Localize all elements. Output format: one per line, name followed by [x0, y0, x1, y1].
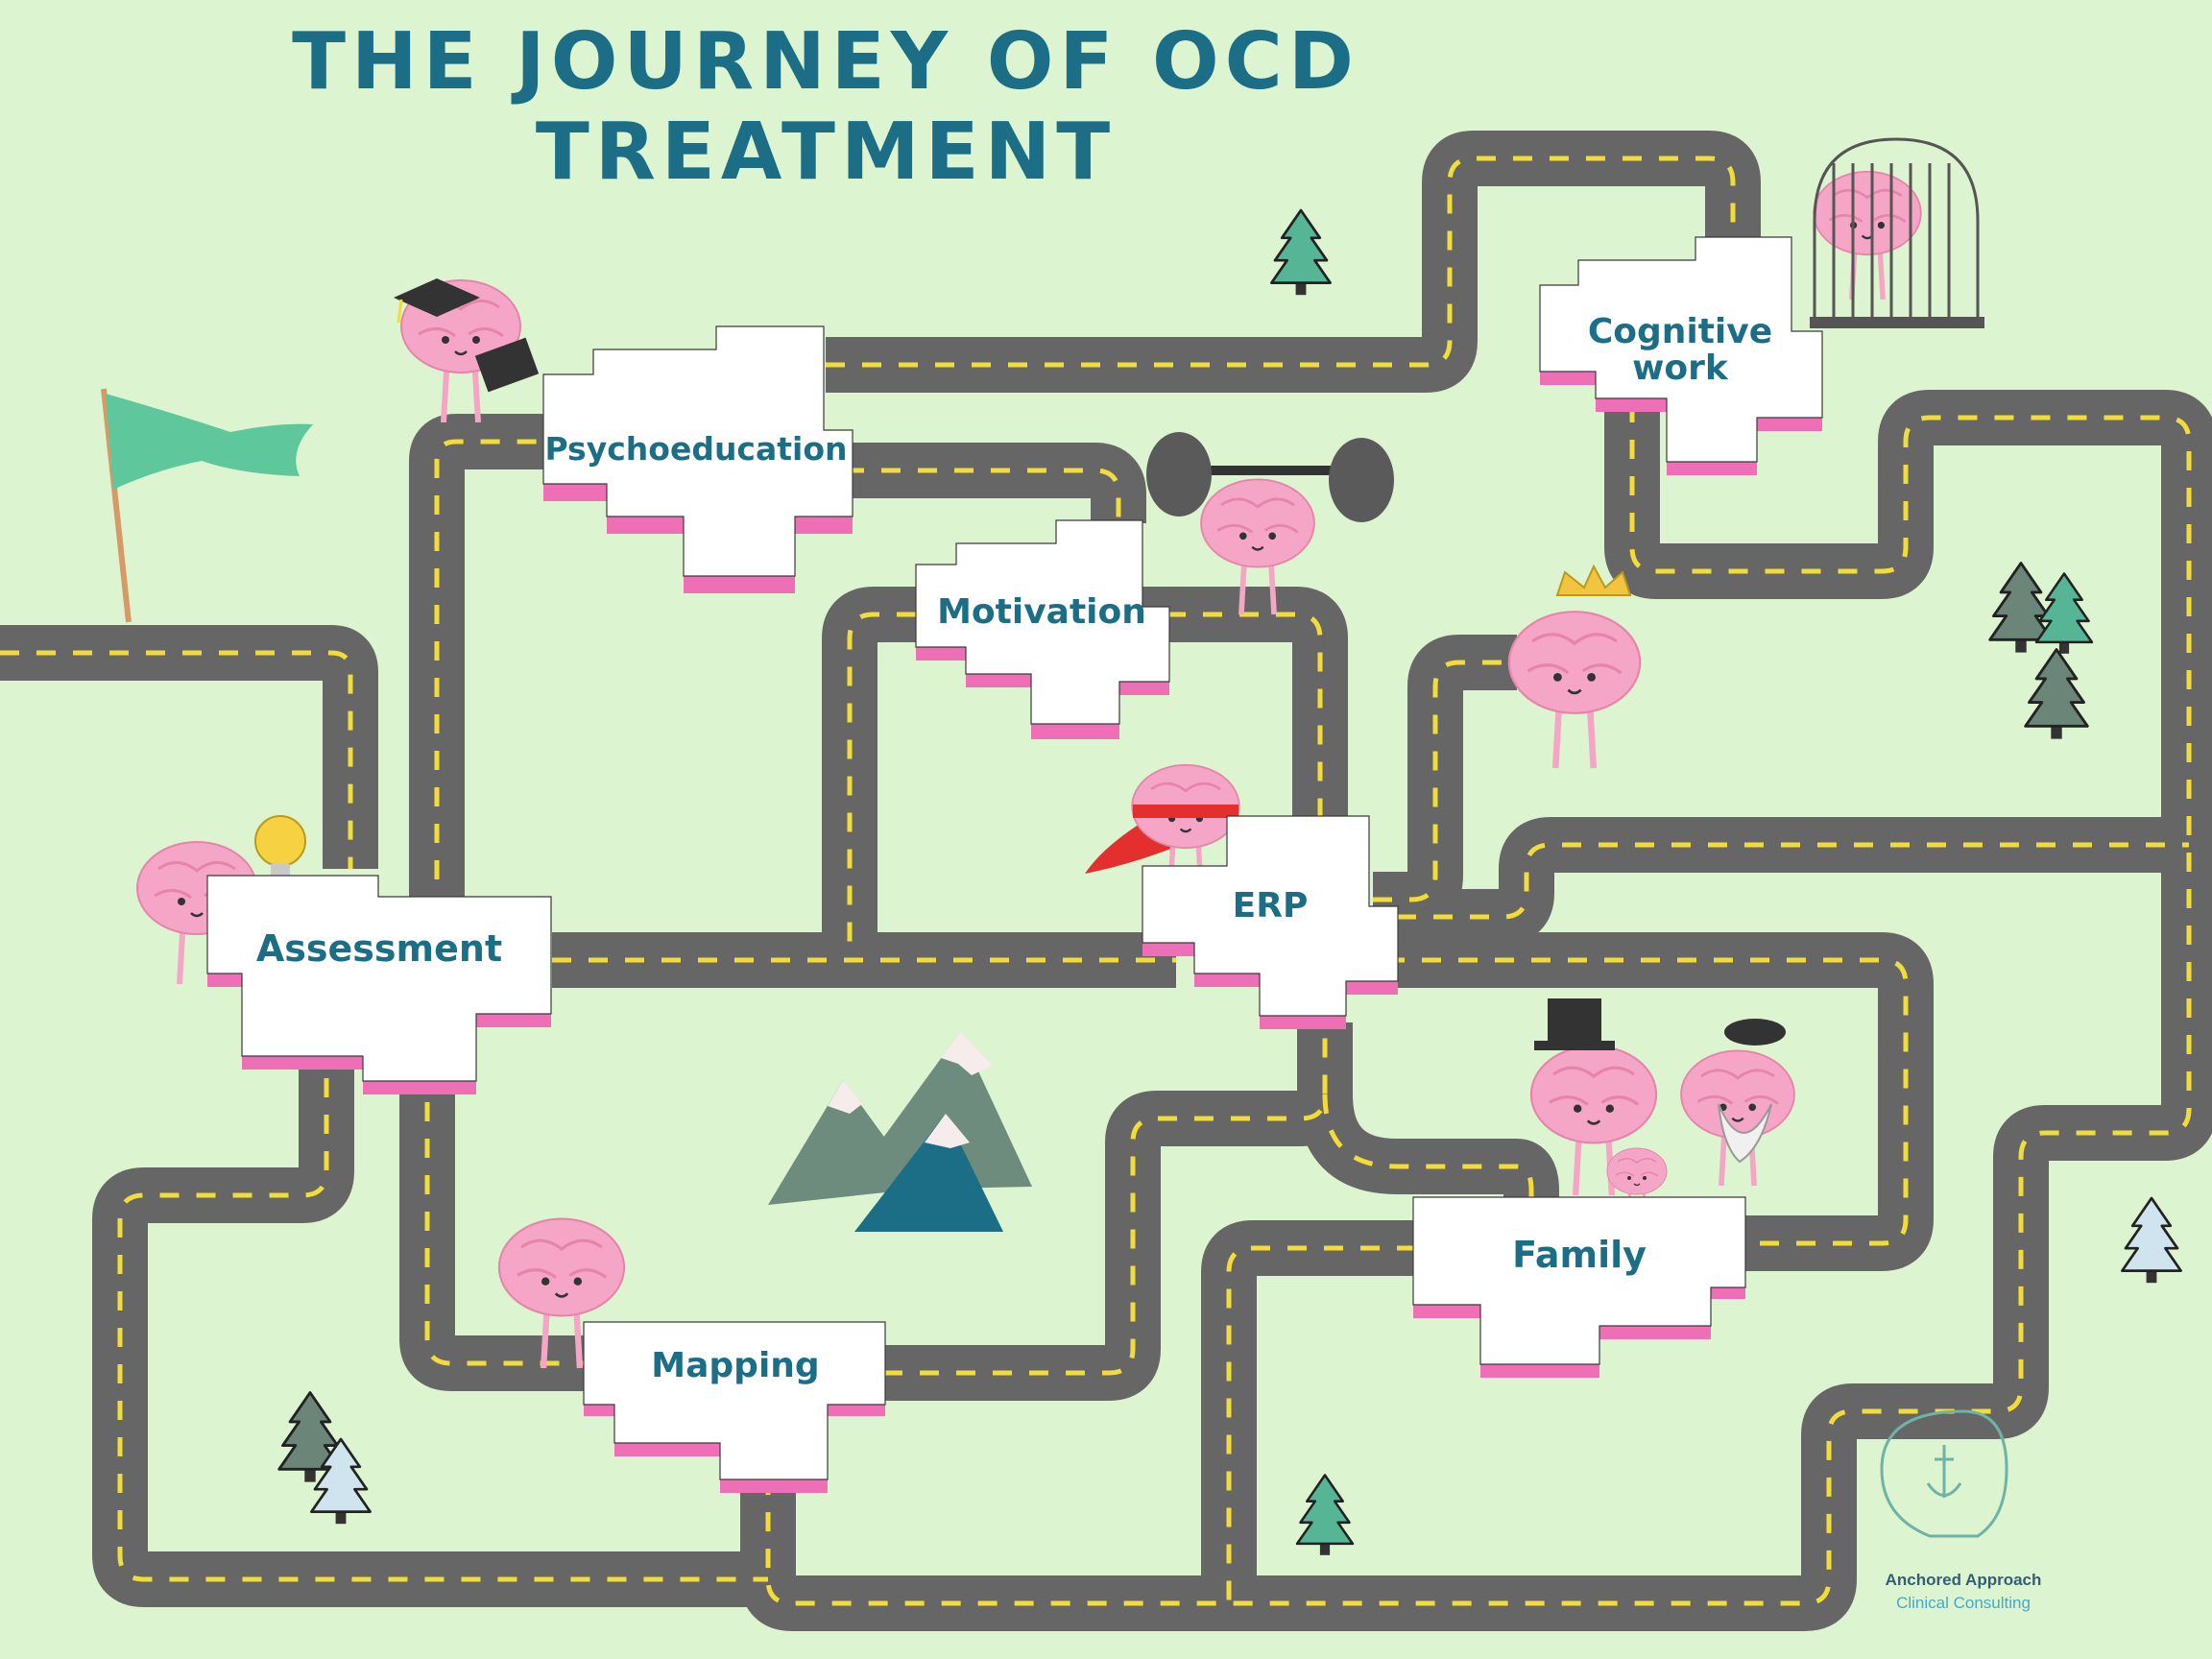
stage-label-work: work: [1632, 349, 1728, 388]
pine-tree-icon: [1270, 208, 1332, 296]
mountain-icon: [768, 1032, 1032, 1232]
lane-marking: [117, 1042, 768, 1582]
card-shape: [542, 325, 854, 593]
brain-icon: [1507, 611, 1642, 769]
pine-tree-icon: [1988, 562, 2054, 653]
card-shape: [206, 875, 552, 1094]
card-shape: [1142, 815, 1399, 1029]
graduation-cap-icon: [394, 278, 480, 324]
card-shape: [583, 1321, 886, 1493]
card-shape: [915, 519, 1170, 739]
barbell-icon: [1146, 432, 1394, 522]
stage-card-cognitive-work: Cognitive work: [1536, 235, 1824, 475]
page-title: THE JOURNEY OF OCD TREATMENT: [240, 17, 1411, 198]
anchor-brain-logo-icon: [1880, 1409, 2008, 1538]
logo-name: Anchored Approach: [1885, 1571, 2042, 1589]
lane-marking: [424, 1066, 586, 1366]
lane-marking: [1373, 660, 1517, 902]
road-segment: [1297, 1093, 1559, 1218]
brain-icon: [1813, 170, 1922, 301]
brain-icon: [497, 1217, 626, 1369]
stage-label-mapping: Mapping: [651, 1346, 820, 1385]
brain-icon: [1200, 478, 1315, 615]
lane-marking: [0, 650, 353, 869]
pine-tree-icon: [2034, 572, 2094, 654]
lane-marking: [826, 156, 1736, 368]
title-line-1: THE JOURNEY OF OCD: [292, 16, 1359, 108]
flag-icon: [101, 388, 313, 623]
stage-label-assessment: Assessment: [255, 927, 503, 970]
road-segment: [1349, 932, 1934, 1271]
pine-tree-icon: [310, 1437, 372, 1525]
lane-marking: [1322, 1094, 1534, 1200]
lane-marking: [434, 439, 557, 963]
stage-label-psychoeducation: Psychoeducation: [544, 430, 848, 468]
birdcage-icon: [1810, 137, 1984, 328]
stage-card-family: Family: [1411, 1195, 1747, 1378]
card-shape: [1539, 236, 1823, 475]
brain-icon: [1680, 1049, 1795, 1187]
stage-card-erp: ERP: [1141, 814, 1400, 1029]
lane-marking: [1166, 612, 1323, 835]
beard-icon: [1718, 1103, 1772, 1164]
top-hat-icon: [1548, 998, 1601, 1046]
crown-icon: [1555, 564, 1632, 596]
lane-marking: [847, 612, 1171, 960]
card-shape: [1412, 1196, 1746, 1378]
road-segment: [845, 443, 1146, 523]
lane-marking: [1397, 842, 2189, 920]
road-segment: [1397, 817, 2189, 945]
stage-card-motivation: Motivation: [912, 518, 1171, 739]
pine-tree-icon: [277, 1391, 343, 1482]
brain-icon: [1606, 1147, 1668, 1220]
top-hat-icon: [1724, 1019, 1786, 1046]
stage-card-assessment: Assessment: [205, 864, 553, 1094]
lane-marking: [765, 403, 2192, 1606]
title-line-2: TREATMENT: [535, 107, 1117, 198]
book-icon: [474, 337, 540, 393]
stage-card-psychoeducation: Psychoeducation: [538, 325, 854, 593]
brain-icon: [1529, 1045, 1658, 1196]
stage-label-cognitive: Cognitive: [1587, 312, 1773, 351]
top-hat-icon: [1534, 1041, 1615, 1050]
logo-subtitle: Clinical Consulting: [1896, 1594, 2031, 1612]
lane-marking: [1226, 1245, 1416, 1603]
pine-tree-icon: [1295, 1474, 1355, 1555]
pine-tree-icon: [2024, 648, 2089, 739]
stage-label-motivation: Motivation: [937, 592, 1146, 632]
road-segment: [399, 1066, 586, 1391]
stage-card-mapping: Mapping: [582, 1320, 889, 1493]
lane-marking: [845, 468, 1121, 523]
superhero-mask-icon: [1133, 805, 1238, 818]
stage-label-family: Family: [1512, 1234, 1647, 1276]
pine-tree-icon: [2121, 1196, 2182, 1284]
stage-label-erp: ERP: [1232, 886, 1309, 926]
lane-marking: [883, 1022, 1328, 1376]
